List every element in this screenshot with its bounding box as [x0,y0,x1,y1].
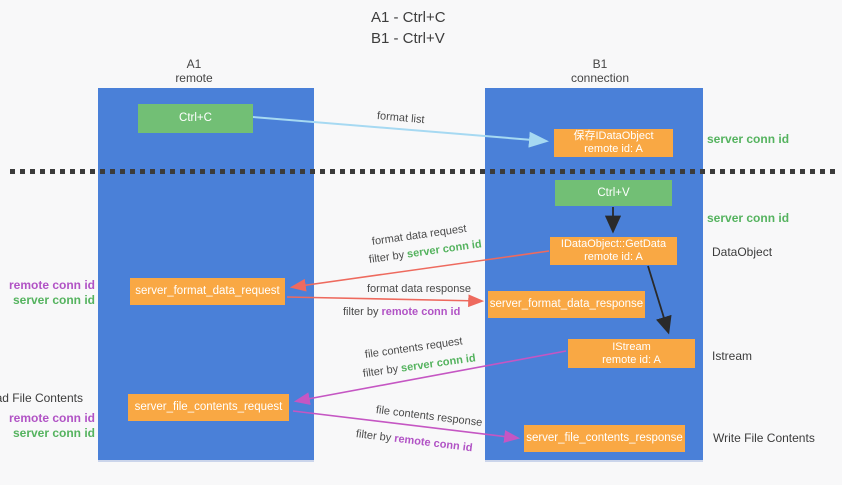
dataobject-label: DataObject [712,245,773,259]
remote-conn-id-text: remote conn id [381,306,461,318]
server-format-data-request-box: server_format_data_request [130,278,285,305]
getdata-to-istream-arrow [647,265,672,335]
istream-box: IStream remote id: A [568,339,695,368]
title-line-b1: B1 - Ctrl+V [371,30,445,47]
server-format-data-response-box: server_format_data_response [488,291,645,318]
lifeline-b1-header: B1 connection [540,57,660,85]
server-conn-id-left-bottom: server conn id [12,426,95,440]
format-data-response-arrow [286,294,485,308]
remote-conn-id-left-top: remote conn id [8,278,95,292]
ctrl-c-label: Ctrl+C [179,112,212,124]
idataobject-getdata-box: IDataObject::GetData remote id: A [550,237,677,265]
lifeline-a1-role: remote [175,71,213,85]
istream-remote-id: remote id: A [602,353,661,366]
ctrl-v-action-box: Ctrl+V [555,180,672,206]
server-format-data-request-label: server_format_data_request [135,285,280,297]
file-contents-response-arrow [292,410,521,443]
diagram-title: A1 - Ctrl+C B1 - Ctrl+V [371,7,446,49]
server-format-data-response-label: server_format_data_response [489,298,644,310]
save-idataobject-box: 保存IDataObject remote id: A [554,129,673,157]
server-conn-id-right-mid: server conn id [707,211,790,225]
read-file-contents-label: Read File Contents [0,391,83,405]
write-file-contents-label: Write File Contents [713,431,815,445]
istream-side-label: Istream [712,349,753,363]
server-conn-id-right-top: server conn id [707,132,790,146]
format-list-arrow [252,116,549,148]
getdata-title: IDataObject::GetData [560,238,667,250]
lifeline-a1-name: A1 [186,57,202,71]
ctrl-c-action-box: Ctrl+C [138,104,253,133]
server-file-contents-request-box: server_file_contents_request [128,394,289,421]
lifeline-a1-header: A1 remote [134,57,254,85]
format-data-response-label: format data response [367,283,471,295]
save-idataobject-title: 保存IDataObject [573,130,654,142]
title-line-a1: A1 - Ctrl+C [371,9,446,26]
save-idataobject-remote-id: remote id: A [584,143,643,155]
server-conn-id-left-top: server conn id [12,293,95,307]
lifeline-b1-role: connection [570,71,630,85]
format-data-request-arrow [289,250,550,292]
istream-title: IStream [612,340,651,353]
remote-conn-id-left-bottom: remote conn id [8,411,95,425]
ctrl-v-label: Ctrl+V [597,186,630,199]
machine-boundary-dotted-line [10,169,838,174]
getdata-remote-id: remote id: A [584,251,643,263]
server-file-contents-response-label: server_file_contents_response [526,432,683,444]
server-file-contents-request-label: server_file_contents_request [134,401,283,413]
filter-by-text: filter by [343,306,379,318]
server-file-contents-response-box: server_file_contents_response [524,425,685,452]
file-contents-request-arrow [293,350,567,405]
lifeline-b1-name: B1 [592,57,608,71]
